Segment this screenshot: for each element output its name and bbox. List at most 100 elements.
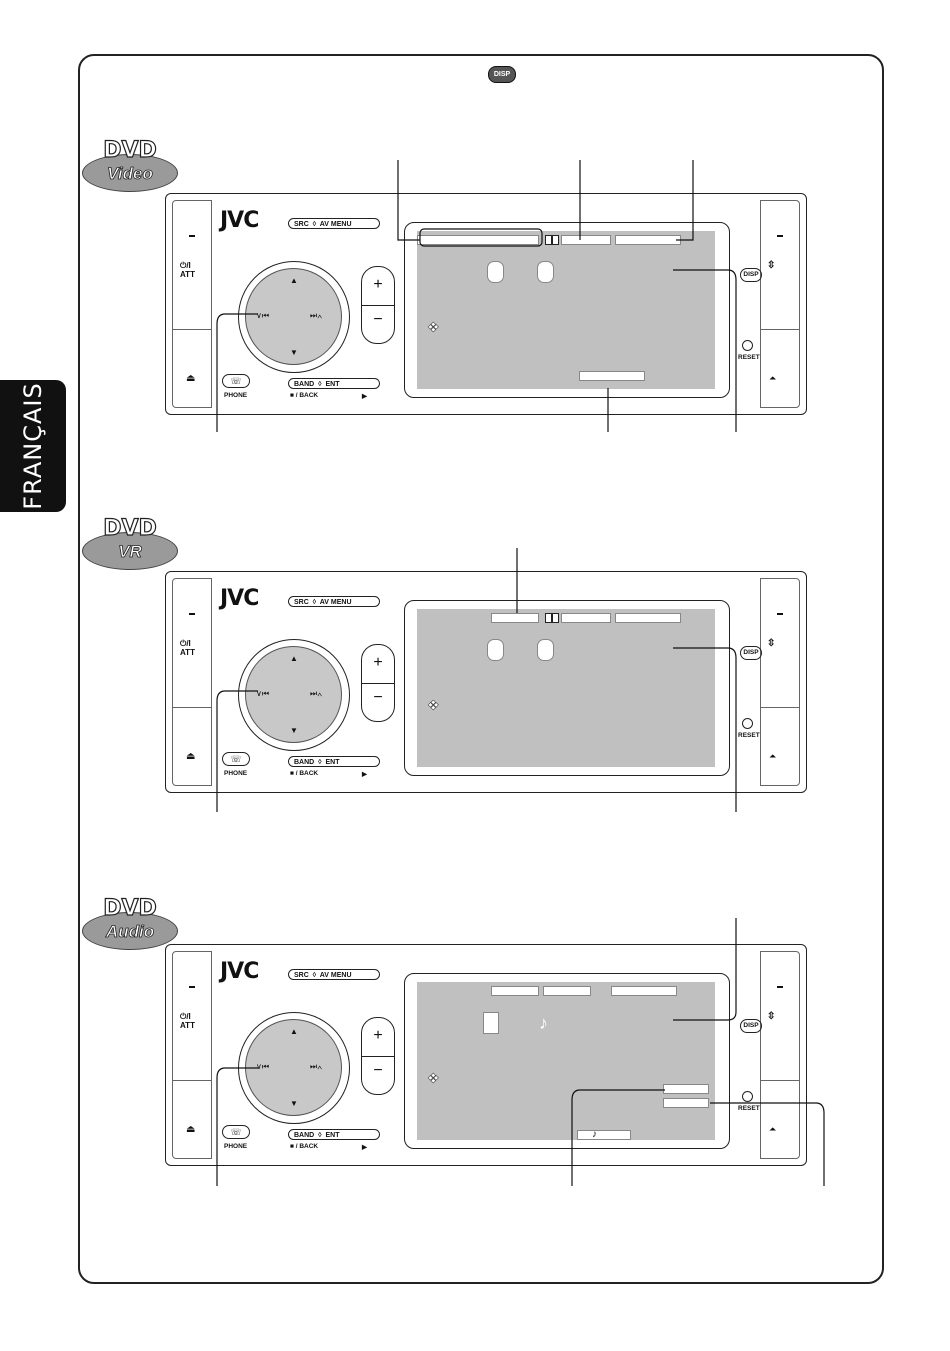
chapter-indicator (537, 261, 554, 283)
src-av-menu-button[interactable]: SRC ◊ AV MENU (288, 596, 380, 607)
control-dial[interactable]: ▲ ▼ ∨⏮ ⏭∧ (238, 1012, 350, 1124)
back-label: ■ / BACK (290, 770, 319, 777)
next-icon[interactable]: ⏭∧ (310, 1062, 323, 1071)
info-bar (663, 1084, 709, 1094)
band-ent-button[interactable]: BAND ◊ ENT (288, 1129, 380, 1140)
phone-button[interactable]: ☏ (222, 1125, 250, 1139)
tilt-icon[interactable]: ⇳ (767, 638, 776, 649)
disc-icon (82, 912, 178, 950)
band-ent-button[interactable]: BAND ◊ ENT (288, 378, 380, 389)
up-arrow-icon[interactable]: ▲ (290, 276, 298, 285)
dolby-icon (545, 235, 559, 245)
control-dial[interactable]: ▲ ▼ ∨⏮ ⏭∧ (238, 261, 350, 373)
angle-icon[interactable]: ⏶ (769, 751, 777, 761)
eject-icon[interactable]: ⏏ (186, 751, 196, 762)
status-bar (615, 235, 681, 245)
status-bar (561, 613, 611, 623)
info-bar (663, 1098, 709, 1108)
angle-icon[interactable]: ⏶ (769, 373, 777, 383)
title-indicator (487, 261, 504, 283)
minus-mark (777, 613, 783, 615)
phone-label: PHONE (224, 770, 248, 777)
next-icon[interactable]: ⏭∧ (310, 689, 323, 698)
disc-icon (82, 154, 178, 192)
volume-up[interactable]: + (373, 654, 383, 671)
dvd-video-badge: DVD Video (82, 137, 178, 194)
reset-button[interactable] (742, 718, 753, 729)
down-arrow-icon[interactable]: ▼ (290, 726, 298, 735)
src-av-menu-button[interactable]: SRC ◊ AV MENU (288, 218, 380, 229)
lcd: ♪ ❖ ♪ (417, 982, 715, 1140)
status-bar (491, 613, 539, 623)
status-bar (611, 986, 677, 996)
power-label: ⏻/I (180, 1012, 191, 1021)
display-screen: ♪ ❖ ♪ (404, 973, 730, 1149)
badge-subtitle: Audio (105, 922, 155, 942)
tilt-icon[interactable]: ⇳ (767, 1011, 776, 1022)
badge-title: DVD (103, 895, 158, 921)
minus-mark (777, 235, 783, 237)
display-screen: ❖ (404, 600, 730, 776)
play-icon: ▶ (362, 1144, 367, 1151)
reset-button[interactable] (742, 340, 753, 351)
language-tab: FRANÇAIS (0, 380, 66, 512)
volume-up[interactable]: + (373, 276, 383, 293)
att-label: ATT (180, 270, 195, 279)
volume-rocker[interactable]: + − (361, 644, 395, 722)
phone-button[interactable]: ☏ (222, 752, 250, 766)
volume-up[interactable]: + (373, 1027, 383, 1044)
jvc-logo: JVC (220, 208, 259, 233)
disp-button[interactable]: DISP (740, 646, 762, 660)
reset-button[interactable] (742, 1091, 753, 1102)
reset-label: RESET (738, 354, 760, 361)
src-av-menu-button[interactable]: SRC ◊ AV MENU (288, 969, 380, 980)
prev-icon[interactable]: ∨⏮ (256, 1062, 270, 1071)
right-endcap: ⇳ ⏶ (760, 578, 800, 786)
display-screen: ❖ (404, 222, 730, 398)
phone-button[interactable]: ☏ (222, 374, 250, 388)
jvc-logo: JVC (220, 586, 259, 611)
disp-button[interactable]: DISP (740, 268, 762, 282)
power-label: ⏻/I (180, 639, 191, 648)
up-arrow-icon[interactable]: ▲ (290, 1027, 298, 1036)
reset-label: RESET (738, 732, 760, 739)
band-ent-button[interactable]: BAND ◊ ENT (288, 756, 380, 767)
control-dial[interactable]: ▲ ▼ ∨⏮ ⏭∧ (238, 639, 350, 751)
volume-rocker[interactable]: + − (361, 266, 395, 344)
jvc-logo: JVC (220, 959, 259, 984)
badge-subtitle: VR (118, 542, 142, 562)
tilt-icon[interactable]: ⇳ (767, 260, 776, 271)
page-frame (78, 54, 884, 1284)
up-arrow-icon[interactable]: ▲ (290, 654, 298, 663)
badge-title: DVD (103, 515, 158, 541)
right-endcap: ⇳ ⏶ (760, 951, 800, 1159)
dvd-audio-badge: DVD Audio (82, 895, 178, 952)
angle-icon[interactable]: ⏶ (769, 1124, 777, 1134)
minus-mark (189, 235, 195, 237)
status-bar (615, 613, 681, 623)
dolby-icon (545, 613, 559, 623)
down-arrow-icon[interactable]: ▼ (290, 1099, 298, 1108)
play-icon: ▶ (362, 393, 367, 400)
disp-button[interactable]: DISP (740, 1019, 762, 1033)
eject-icon[interactable]: ⏏ (186, 373, 196, 384)
next-icon[interactable]: ⏭∧ (310, 311, 323, 320)
volume-down[interactable]: − (373, 689, 383, 706)
volume-down[interactable]: − (373, 1062, 383, 1079)
back-label: ■ / BACK (290, 1143, 319, 1150)
eject-icon[interactable]: ⏏ (186, 1124, 196, 1135)
prev-icon[interactable]: ∨⏮ (256, 689, 270, 698)
volume-down[interactable]: − (373, 311, 383, 328)
power-label: ⏻/I (180, 261, 191, 270)
volume-rocker[interactable]: + − (361, 1017, 395, 1095)
down-arrow-icon[interactable]: ▼ (290, 348, 298, 357)
status-bar (417, 235, 539, 245)
track-icon: ♪ (539, 1013, 548, 1033)
prev-icon[interactable]: ∨⏮ (256, 311, 270, 320)
